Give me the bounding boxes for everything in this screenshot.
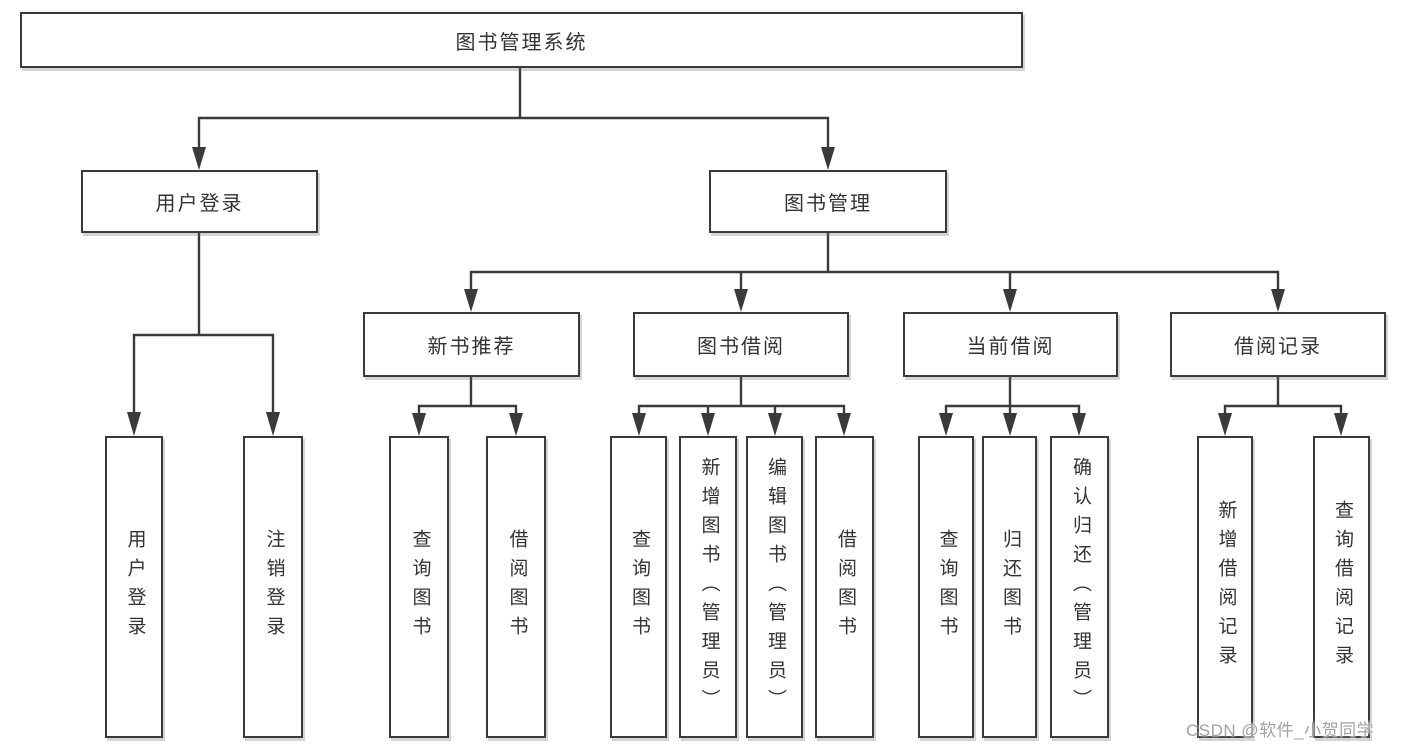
leaf-borrow-books-recommend-label: 借阅图书: [506, 529, 528, 645]
leaf-confirm-return-admin-label: 确认归还（管理员）: [1069, 456, 1091, 718]
connector-line: [197, 66, 830, 150]
arrowhead-icon: [127, 412, 141, 436]
arrowhead-icon: [701, 413, 715, 436]
arrowhead-icon: [734, 289, 748, 312]
leaf-confirm-return-admin: 确认归还（管理员）: [1050, 436, 1109, 738]
node-borrowing-records: 借阅记录: [1170, 312, 1386, 377]
leaf-user-login: 用户登录: [105, 436, 163, 738]
leaf-edit-book-admin-label: 编辑图书（管理员）: [764, 456, 786, 718]
leaf-borrow-books-borrow: 借阅图书: [815, 436, 874, 738]
node-current-borrowing: 当前借阅: [903, 312, 1118, 377]
node-book-management-label: 图书管理: [784, 193, 872, 215]
arrowhead-icon: [412, 413, 426, 436]
leaf-query-books-borrow: 查询图书: [610, 436, 667, 738]
connectors-book-management-children: [464, 231, 1285, 312]
node-book-borrowing: 图书借阅: [633, 312, 849, 377]
leaf-query-books-recommend: 查询图书: [389, 436, 449, 738]
leaf-query-borrow-record: 查询借阅记录: [1313, 436, 1370, 738]
arrowhead-icon: [266, 412, 280, 436]
node-book-management: 图书管理: [709, 170, 947, 233]
csdn-watermark: CSDN @软件_小贺同学: [1186, 721, 1375, 740]
connector-line: [637, 375, 846, 416]
leaf-user-login-label: 用户登录: [124, 529, 146, 645]
leaf-query-books-recommend-label: 查询图书: [409, 529, 431, 645]
arrowhead-icon: [1003, 413, 1017, 436]
leaf-edit-book-admin: 编辑图书（管理员）: [746, 436, 803, 738]
leaf-add-borrow-record: 新增借阅记录: [1197, 436, 1253, 738]
arrowhead-icon: [1218, 413, 1232, 436]
leaf-query-borrow-record-label: 查询借阅记录: [1331, 500, 1353, 674]
node-user-login: 用户登录: [81, 170, 318, 233]
leaf-query-books-borrow-label: 查询图书: [628, 529, 650, 645]
arrowhead-icon: [192, 147, 206, 170]
connectors-borrowing-records-children: [1218, 375, 1348, 436]
arrowhead-icon: [1003, 289, 1017, 312]
arrowhead-icon: [632, 413, 646, 436]
leaf-logout: 注销登录: [243, 436, 303, 738]
node-current-borrowing-label: 当前借阅: [966, 336, 1055, 358]
connector-line: [469, 231, 1280, 292]
connector-line: [944, 375, 1081, 416]
node-new-book-recommend: 新书推荐: [363, 312, 580, 377]
leaf-return-books-label: 归还图书: [999, 529, 1021, 645]
connectors-root-to-level2: [192, 66, 835, 170]
arrowhead-icon: [821, 147, 835, 170]
arrowhead-icon: [1334, 413, 1348, 436]
arrowhead-icon: [1072, 413, 1086, 436]
arrowhead-icon: [939, 413, 953, 436]
leaf-add-borrow-record-label: 新增借阅记录: [1215, 500, 1237, 674]
connector-line: [417, 375, 518, 416]
arrowhead-icon: [1271, 289, 1285, 312]
arrowhead-icon: [837, 413, 851, 436]
node-book-borrowing-label: 图书借阅: [697, 336, 785, 358]
leaf-query-books-current: 查询图书: [918, 436, 974, 738]
connectors-current-borrowing-children: [939, 375, 1086, 436]
node-library-system-label: 图书管理系统: [455, 31, 588, 54]
arrowhead-icon: [768, 413, 782, 436]
connectors-book-borrowing-children: [632, 375, 851, 436]
leaf-return-books: 归还图书: [982, 436, 1037, 738]
leaf-add-book-admin-label: 新增图书（管理员）: [698, 456, 720, 718]
node-borrowing-records-label: 借阅记录: [1234, 336, 1322, 358]
connector-line: [132, 231, 275, 415]
leaf-add-book-admin: 新增图书（管理员）: [679, 436, 737, 738]
leaf-query-books-current-label: 查询图书: [936, 529, 958, 645]
leaf-borrow-books-borrow-label: 借阅图书: [834, 529, 856, 645]
connectors-new-book-recommend-children: [412, 375, 523, 436]
node-new-book-recommend-label: 新书推荐: [427, 336, 516, 358]
arrowhead-icon: [509, 413, 523, 436]
connectors-user-login-children: [127, 231, 280, 436]
node-library-system: 图书管理系统: [20, 12, 1023, 68]
leaf-borrow-books-recommend: 借阅图书: [486, 436, 546, 738]
connector-line: [1223, 375, 1343, 416]
node-user-login-label: 用户登录: [155, 193, 244, 215]
arrowhead-icon: [464, 289, 478, 312]
leaf-logout-label: 注销登录: [263, 529, 285, 645]
